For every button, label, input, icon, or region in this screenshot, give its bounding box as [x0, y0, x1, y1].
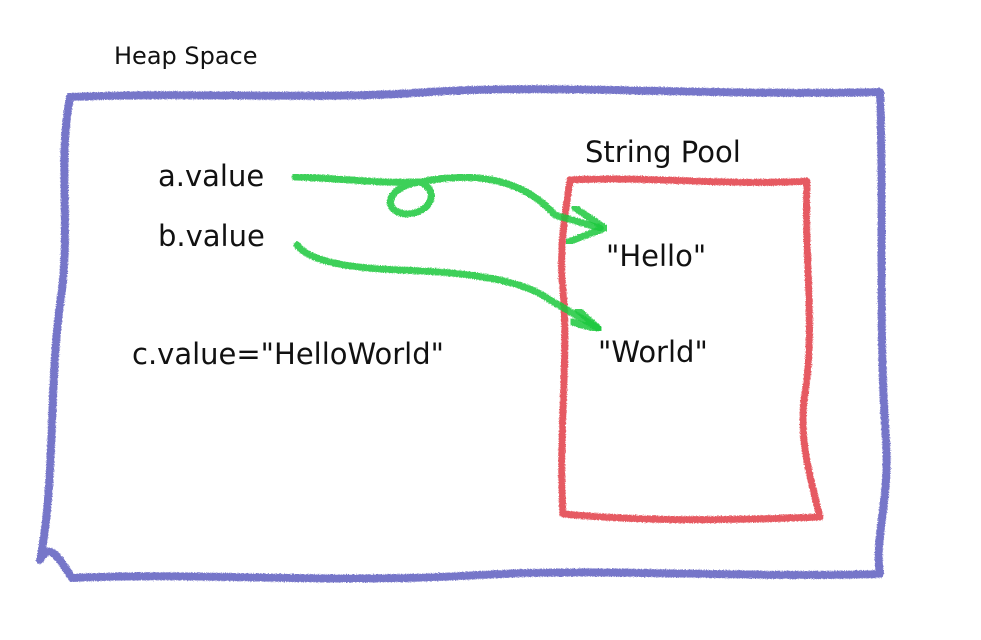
arrow-a-to-hello [291, 173, 609, 246]
heap-space-title: Heap Space [114, 42, 258, 70]
string-pool-title: String Pool [585, 135, 741, 169]
arrow-b-to-world [293, 241, 604, 334]
pool-string-world: "World" [598, 335, 708, 369]
variable-c-label: c.value="HelloWorld" [132, 337, 444, 371]
variable-b-label: b.value [158, 219, 265, 253]
variable-a-label: a.value [158, 159, 265, 193]
heap-space-boundary [36, 85, 891, 583]
pool-string-hello: "Hello" [606, 239, 707, 273]
